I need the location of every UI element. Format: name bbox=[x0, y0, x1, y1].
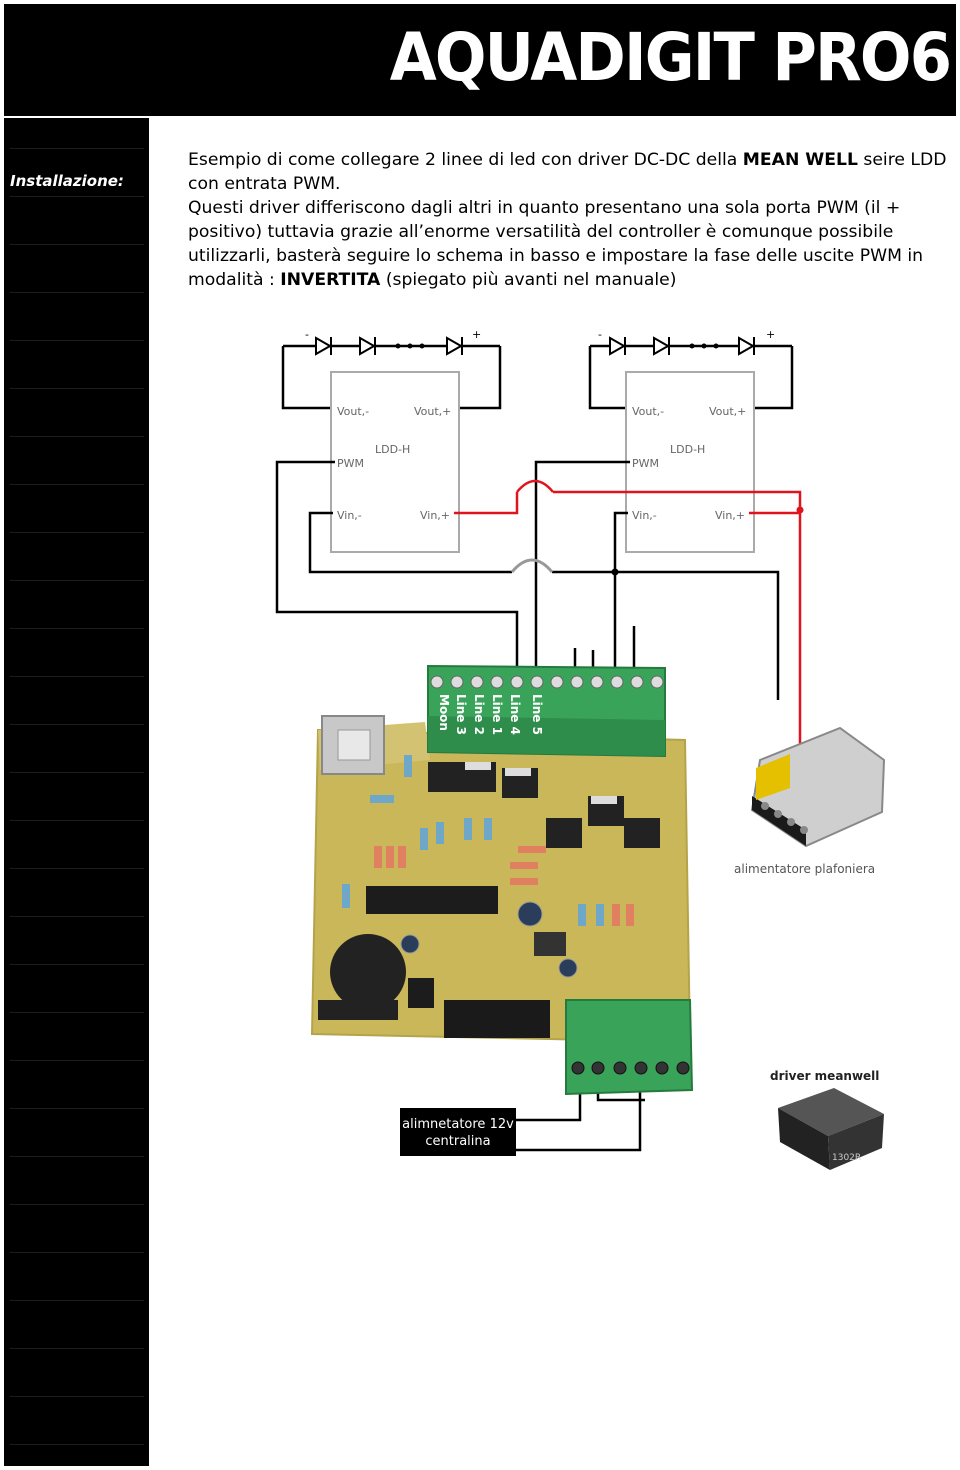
ldd-driver-left: Vout,- Vout,+ LDD-H PWM Vin,- Vin,+ bbox=[330, 371, 460, 553]
vin-neg-label: Vin,- bbox=[337, 509, 362, 522]
led-minus-label: - bbox=[305, 328, 309, 341]
paragraph-1: Esempio di come collegare 2 linee di led… bbox=[188, 150, 947, 194]
section-label: Installazione: bbox=[10, 172, 124, 190]
terminal-label-line5: Line 5 bbox=[530, 694, 544, 735]
red-wires bbox=[454, 479, 802, 820]
vout-pos-label: Vout,+ bbox=[414, 405, 451, 418]
meanwell-driver-photo: driver meanwell 1302R bbox=[770, 1069, 884, 1170]
driver-photo-label: driver meanwell bbox=[770, 1069, 879, 1083]
led-plus-label: + bbox=[472, 328, 481, 341]
terminal-label-line4: Line 4 bbox=[508, 694, 522, 735]
led-plus-label: + bbox=[766, 328, 775, 341]
wiring-diagram: - + Vout,- Vout,+ LDD-H PWM Vin,- Vin,+ … bbox=[275, 328, 886, 1170]
vin-pos-label: Vin,+ bbox=[420, 509, 450, 522]
pwm-label: PWM bbox=[632, 457, 659, 470]
page-title: AQUADIGIT PRO6 bbox=[389, 19, 952, 96]
led-minus-label: - bbox=[598, 328, 602, 341]
header-bar: AQUADIGIT PRO6 bbox=[4, 4, 956, 116]
pwm-label: PWM bbox=[337, 457, 364, 470]
terminal-labels: Moon Line 3 Line 2 Line 1 Line 4 Line 5 bbox=[437, 694, 544, 735]
psu-label: alimentatore plafoniera bbox=[734, 862, 875, 876]
terminal-label-line1: Line 1 bbox=[490, 694, 504, 735]
paragraph-2: Questi driver differiscono dagli altri i… bbox=[188, 198, 924, 290]
model-label: LDD-H bbox=[375, 443, 410, 456]
vin-neg-label: Vin,- bbox=[632, 509, 657, 522]
description: Esempio di come collegare 2 linee di led… bbox=[188, 148, 953, 292]
ldd-driver-right: Vout,- Vout,+ LDD-H PWM Vin,- Vin,+ bbox=[625, 371, 755, 553]
led-diodes-right: - + bbox=[598, 328, 775, 356]
power-supply-photo: alimentatore plafoniera bbox=[734, 726, 886, 876]
sidebar bbox=[4, 118, 149, 1466]
board-components bbox=[318, 755, 660, 1038]
terminal-label-line2: Line 2 bbox=[472, 694, 486, 735]
vin-pos-label: Vin,+ bbox=[715, 509, 745, 522]
led-diodes-left: - + bbox=[305, 328, 481, 356]
bottom-terminal-block bbox=[565, 999, 694, 1096]
vout-pos-label: Vout,+ bbox=[709, 405, 746, 418]
power-label-line1: alimnetatore 12v bbox=[402, 1117, 514, 1132]
power-label-line2: centralina bbox=[425, 1134, 490, 1149]
terminal-label-moon: Moon bbox=[437, 694, 451, 731]
controller-power-label: alimnetatore 12v centralina bbox=[400, 1108, 516, 1156]
terminal-screws bbox=[430, 675, 664, 689]
vout-neg-label: Vout,- bbox=[337, 405, 369, 418]
driver-photo-model: 1302R bbox=[832, 1153, 861, 1163]
wire-crossover-gray bbox=[510, 558, 554, 573]
terminal-label-line3: Line 3 bbox=[454, 694, 468, 735]
model-label: LDD-H bbox=[670, 443, 705, 456]
vout-neg-label: Vout,- bbox=[632, 405, 664, 418]
